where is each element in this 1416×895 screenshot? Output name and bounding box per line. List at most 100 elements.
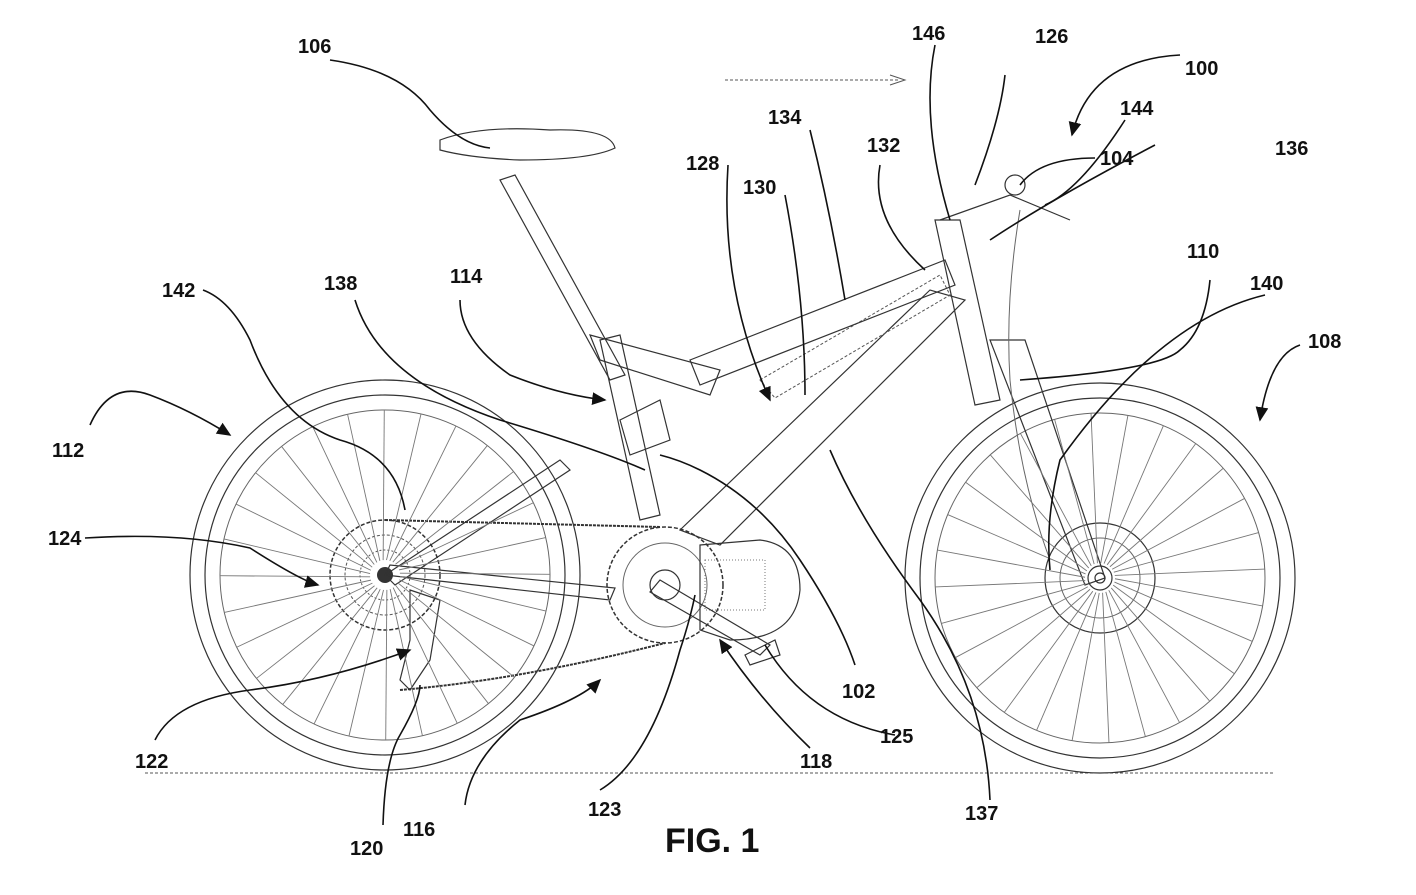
spoke (1090, 413, 1098, 564)
drive-motor (699, 539, 801, 641)
front-brake-disc (1044, 522, 1156, 634)
battery (759, 274, 951, 399)
display-unit (1004, 174, 1026, 196)
spoke (1111, 498, 1245, 570)
spoke (976, 588, 1091, 689)
seat-post (499, 174, 626, 381)
spoke (1112, 584, 1235, 675)
label-134: 134 (768, 107, 802, 129)
spoke (385, 589, 388, 741)
forward-direction-arrow (725, 74, 907, 86)
label-118: 118 (800, 751, 832, 773)
label-146: 146 (912, 23, 945, 45)
saddle (439, 128, 616, 161)
spoke (281, 446, 375, 565)
spoke (1054, 419, 1095, 565)
label-122: 122 (135, 751, 168, 773)
spoke (1110, 587, 1211, 702)
seat-tube (599, 334, 661, 521)
front-wheel (904, 382, 1296, 774)
spoke (989, 454, 1090, 569)
label-136: 136 (1275, 138, 1308, 160)
spoke (224, 579, 372, 613)
spoke (389, 588, 423, 736)
spoke (1100, 415, 1129, 564)
spoke (282, 587, 378, 705)
spoke (382, 409, 385, 561)
down-tube (678, 289, 967, 546)
label-102: 102 (842, 681, 875, 703)
spoke (255, 472, 373, 568)
spoke (397, 582, 515, 678)
label-132: 132 (867, 135, 900, 157)
spoke (397, 502, 534, 568)
head-tube (934, 219, 1001, 406)
label-140: 140 (1250, 273, 1283, 295)
spoke (1105, 591, 1146, 737)
spoke (392, 445, 488, 563)
spoke (1114, 568, 1265, 576)
spoke (256, 585, 375, 679)
label-108: 108 (1308, 331, 1341, 353)
spoke (947, 514, 1086, 575)
crank-arm (649, 579, 771, 656)
chain-stay (384, 564, 616, 601)
label-124: 124 (48, 528, 82, 550)
label-100: 100 (1185, 58, 1218, 80)
rear-linkage (588, 334, 721, 396)
spoke (965, 481, 1088, 572)
label-114: 114 (450, 266, 483, 288)
spoke (223, 538, 371, 574)
rear-wheel (189, 379, 581, 771)
spoke (1102, 592, 1110, 743)
spoke (941, 583, 1087, 624)
spoke (1106, 443, 1197, 566)
label-128: 128 (686, 153, 719, 175)
spoke (937, 549, 1086, 578)
label-116: 116 (403, 819, 435, 841)
spoke (389, 425, 457, 561)
spoke (236, 582, 373, 648)
spoke (1113, 532, 1259, 573)
figure-caption: FIG. 1 (665, 822, 759, 860)
label-142: 142 (162, 280, 195, 302)
spoke (1003, 590, 1094, 713)
label-137: 137 (965, 803, 998, 825)
spoke (313, 589, 381, 725)
wheel-spokes (219, 409, 1265, 743)
spoke (395, 585, 489, 704)
label-138: 138 (324, 273, 357, 295)
spoke (1114, 578, 1263, 607)
spoke (1114, 581, 1253, 642)
spoke (399, 579, 535, 647)
label-120: 120 (350, 838, 383, 860)
label-125: 125 (880, 726, 913, 748)
label-123: 123 (588, 799, 621, 821)
spoke (1071, 592, 1100, 741)
spoke (395, 471, 514, 565)
handlebar (939, 194, 1071, 221)
top-tube (689, 259, 956, 386)
spoke (935, 580, 1086, 588)
chain (384, 519, 666, 691)
front-fork (989, 339, 1106, 586)
label-106: 106 (298, 36, 331, 58)
spoke (312, 426, 378, 563)
spoke (348, 589, 384, 737)
label-112: 112 (52, 440, 84, 462)
spoke (955, 586, 1089, 658)
spoke (1103, 425, 1164, 564)
spoke (347, 414, 381, 562)
label-126: 126 (1035, 26, 1068, 48)
spoke (399, 576, 547, 612)
spoke (386, 413, 422, 561)
spoke (392, 587, 458, 724)
spoke (235, 503, 371, 571)
leader-lines (84, 44, 1301, 826)
label-130: 130 (743, 177, 776, 199)
label-144: 144 (1120, 98, 1154, 120)
spoke (398, 537, 546, 571)
rear-shock (619, 399, 671, 456)
spoke (1108, 589, 1180, 723)
